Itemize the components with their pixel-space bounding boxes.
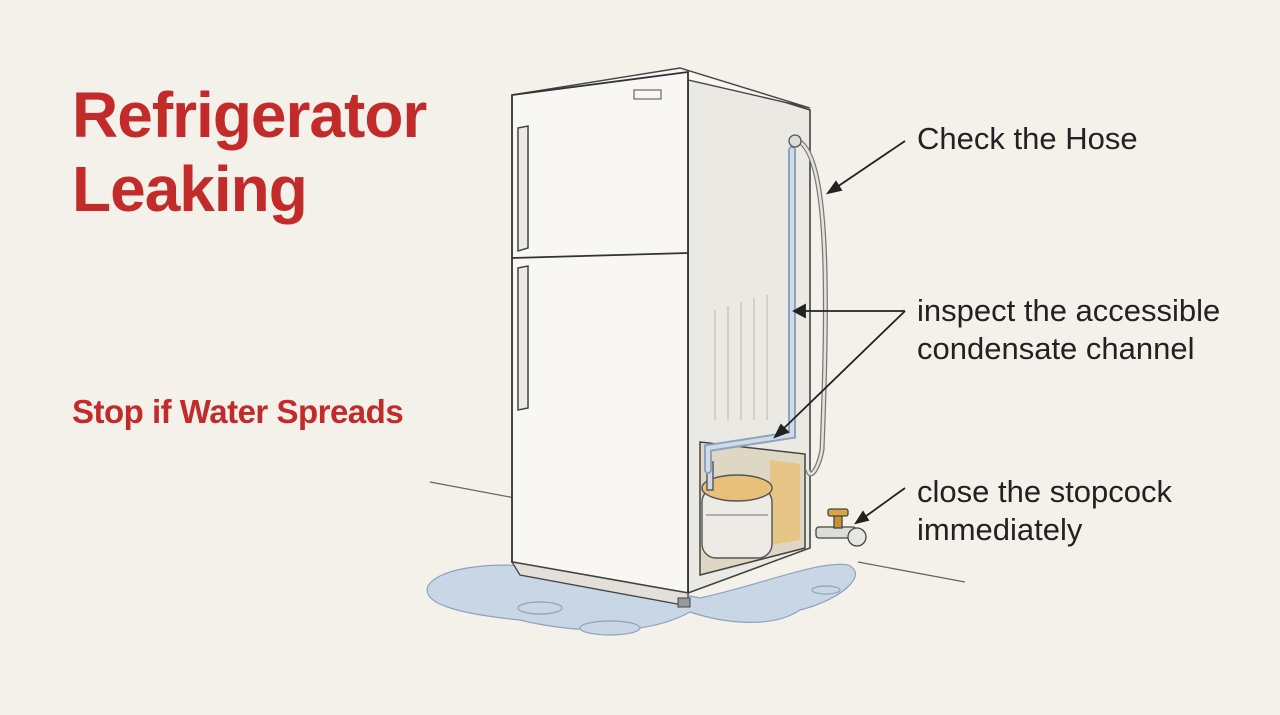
compressor-icon: [701, 461, 773, 559]
page-title: Refrigerator Leaking: [72, 78, 427, 226]
stopcock-icon: [815, 508, 867, 547]
callout-check-hose-line1: Check the Hose: [917, 121, 1138, 156]
page-title-line2: Leaking: [72, 153, 308, 225]
freezer-door-divider: [511, 252, 689, 259]
door-handles: [517, 125, 529, 411]
page-title-line1: Refrigerator: [72, 79, 427, 151]
brand-badge: [633, 89, 662, 100]
fridge-front: [511, 70, 689, 595]
callout-arrows: [773, 140, 906, 525]
callout-stopcock: close the stopcock immediately: [917, 473, 1172, 549]
condensate-channel: [704, 146, 796, 474]
fridge-foot: [677, 597, 691, 608]
water-hose: [788, 134, 828, 477]
compartment-back-glow: [770, 460, 800, 545]
callout-condensate-channel: inspect the accessible condensate channe…: [917, 292, 1220, 368]
callout-condensate-channel-line1: inspect the accessible: [917, 293, 1221, 328]
callout-stopcock-line1: close the stopcock: [917, 474, 1173, 509]
callout-condensate-channel-line2: condensate channel: [917, 331, 1195, 366]
side-panel-ribs: [714, 295, 768, 420]
callout-stopcock-line2: immediately: [917, 512, 1083, 547]
floor-lines: [429, 481, 966, 583]
callout-check-hose: Check the Hose: [917, 120, 1138, 158]
warning-text: Stop if Water Spreads: [72, 393, 404, 430]
